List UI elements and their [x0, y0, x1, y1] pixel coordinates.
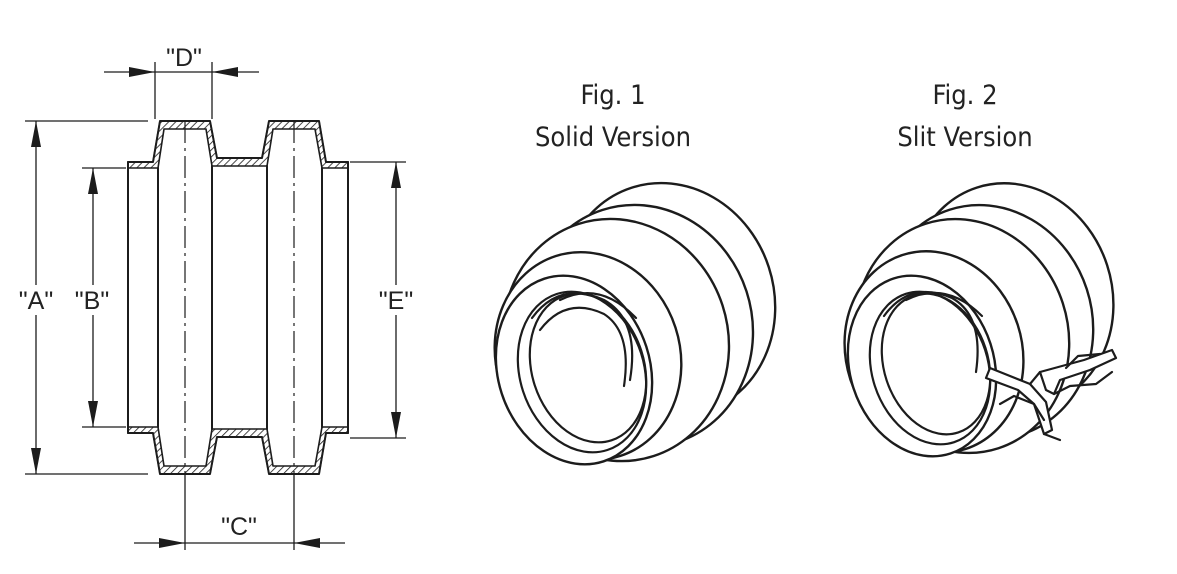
dimension-d: "D"	[104, 44, 259, 119]
dimension-c: "C"	[134, 474, 345, 550]
figure-1-caption: Fig. 1 Solid Version	[535, 80, 691, 153]
arrowhead-right	[129, 67, 155, 77]
slit-gap	[984, 348, 1118, 442]
dimension-b-label: "B"	[75, 287, 109, 315]
figure-1-name: Solid Version	[535, 122, 691, 153]
arrowhead-up	[391, 162, 401, 188]
arrowhead-up	[88, 168, 98, 194]
cross-section-view	[127, 120, 349, 475]
dimension-a: "A"	[14, 120, 148, 475]
arrowhead-down	[391, 412, 401, 438]
arrowhead-up	[31, 121, 41, 147]
figure-2-caption: Fig. 2 Slit Version	[897, 80, 1032, 153]
arrowhead-right	[159, 538, 185, 548]
arrowhead-down	[88, 401, 98, 427]
section-outer-profile-top	[127, 120, 349, 163]
dimension-c-label: "C"	[221, 513, 257, 541]
dimension-a-label: "A"	[19, 287, 53, 315]
dimension-d-label: "D"	[166, 44, 202, 72]
arrowhead-left	[212, 67, 238, 77]
section-outer-profile-bottom	[127, 432, 349, 475]
solid-bushing-illustration	[493, 181, 777, 466]
section-wall-hatch-bottom	[127, 426, 349, 475]
dimension-b: "B"	[70, 167, 126, 428]
section-wall-hatch	[127, 120, 349, 169]
dimension-e-label: "E"	[379, 287, 413, 315]
figure-1-number: Fig. 1	[580, 80, 645, 111]
arrowhead-left	[294, 538, 320, 548]
figure-2-name: Slit Version	[897, 122, 1032, 153]
slit-bushing-illustration	[843, 182, 1118, 458]
figure-2-number: Fig. 2	[932, 80, 997, 111]
arrowhead-down	[31, 448, 41, 474]
dimension-e: "E"	[350, 161, 419, 439]
